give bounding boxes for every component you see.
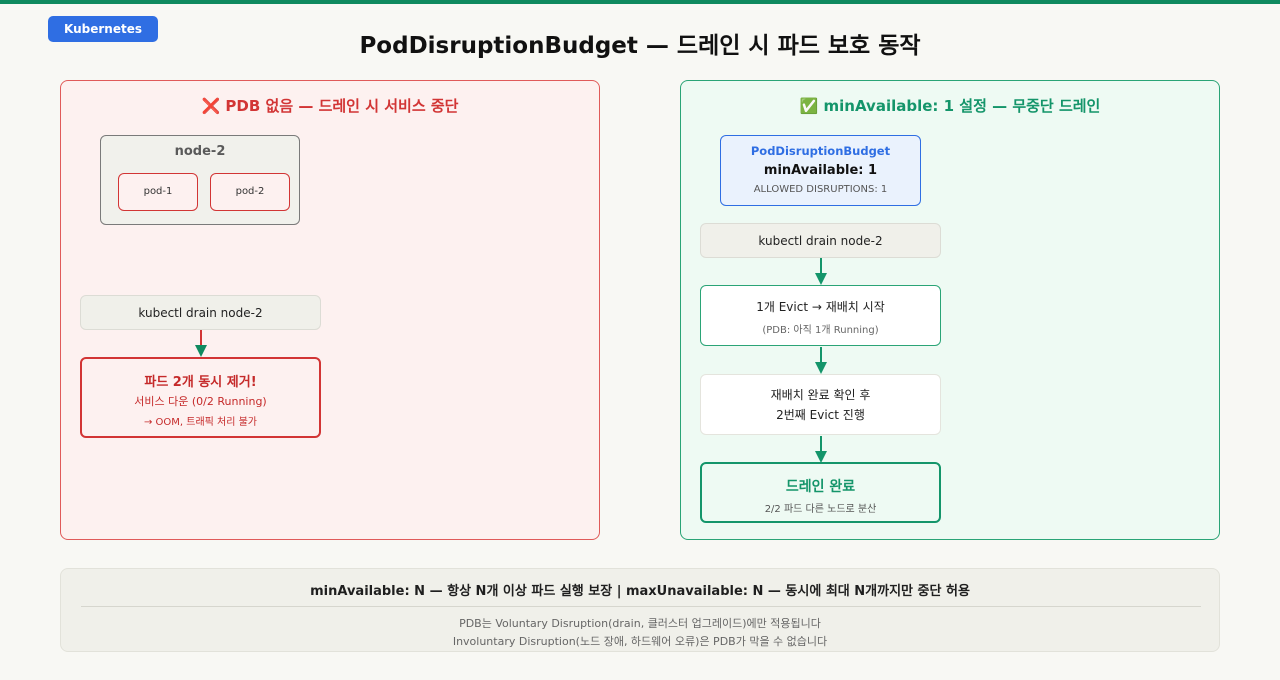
down-arrow-icon — [195, 330, 207, 357]
kubernetes-tag: Kubernetes — [48, 16, 158, 42]
footer-note-1: PDB는 Voluntary Disruption(drain, 클러스터 업그… — [459, 617, 821, 630]
drain-complete-box: 드레인 완료 2/2 파드 다른 노드로 분산 — [700, 462, 941, 523]
page-title: PodDisruptionBudget — 드레인 시 파드 보호 동작 — [359, 33, 921, 59]
footer-divider — [81, 606, 1201, 607]
done-line-1: 드레인 완료 — [785, 479, 856, 495]
pdb-spec-box: PodDisruptionBudget minAvailable: 1 ALLO… — [720, 135, 921, 206]
summary-text: minAvailable: N — 항상 N개 이상 파드 실행 보장 | ma… — [310, 584, 970, 599]
step2-line-1: 재배치 완료 확인 후 — [770, 388, 871, 402]
pod-1-box: pod-1 — [118, 173, 198, 211]
service-down-box: 파드 2개 동시 제거! 서비스 다운 (0/2 Running) → OOM,… — [80, 357, 321, 438]
down-arrow-icon — [815, 347, 827, 374]
pdb-name: PodDisruptionBudget — [750, 144, 891, 158]
evict-second-box: 재배치 완료 확인 후 2번째 Evict 진행 — [700, 374, 941, 435]
node-2-box: node-2 pod-1 pod-2 — [100, 135, 300, 225]
done-line-2: 2/2 파드 다른 노드로 분산 — [764, 504, 877, 515]
drain-command-box: kubectl drain node-2 — [700, 223, 941, 258]
footer-note-2: Involuntary Disruption(노드 장애, 하드웨어 오류)은 … — [452, 635, 828, 648]
no-pdb-panel-title: ❌ PDB 없음 — 드레인 시 서비스 중단 — [201, 97, 459, 115]
no-pdb-panel: ❌ PDB 없음 — 드레인 시 서비스 중단 node-2 pod-1 pod… — [60, 80, 600, 540]
pdb-setting: minAvailable: 1 — [763, 163, 878, 178]
pod-2-box: pod-2 — [210, 173, 290, 211]
pdb-allowed: ALLOWED DISRUPTIONS: 1 — [753, 184, 888, 195]
down-arrow-icon — [815, 436, 827, 463]
with-pdb-panel-title: ✅ minAvailable: 1 설정 — 무중단 드레인 — [799, 97, 1101, 115]
evict-first-box: 1개 Evict → 재배치 시작 (PDB: 아직 1개 Running) — [700, 285, 941, 346]
step1-line-1: 1개 Evict → 재배치 시작 — [756, 300, 885, 314]
step2-line-2: 2번째 Evict 진행 — [776, 408, 865, 422]
danger-line-2: 서비스 다운 (0/2 Running) — [134, 395, 267, 408]
top-accent-bar — [0, 0, 1280, 4]
danger-line-3: → OOM, 트래픽 처리 불가 — [143, 417, 258, 428]
summary-footer: minAvailable: N — 항상 N개 이상 파드 실행 보장 | ma… — [60, 568, 1220, 652]
down-arrow-icon — [815, 258, 827, 285]
danger-line-1: 파드 2개 동시 제거! — [144, 375, 257, 390]
node-title: node-2 — [174, 144, 226, 159]
step1-line-2: (PDB: 아직 1개 Running) — [762, 325, 879, 336]
with-pdb-panel: ✅ minAvailable: 1 설정 — 무중단 드레인 PodDisrup… — [680, 80, 1220, 540]
drain-command-box: kubectl drain node-2 — [80, 295, 321, 330]
